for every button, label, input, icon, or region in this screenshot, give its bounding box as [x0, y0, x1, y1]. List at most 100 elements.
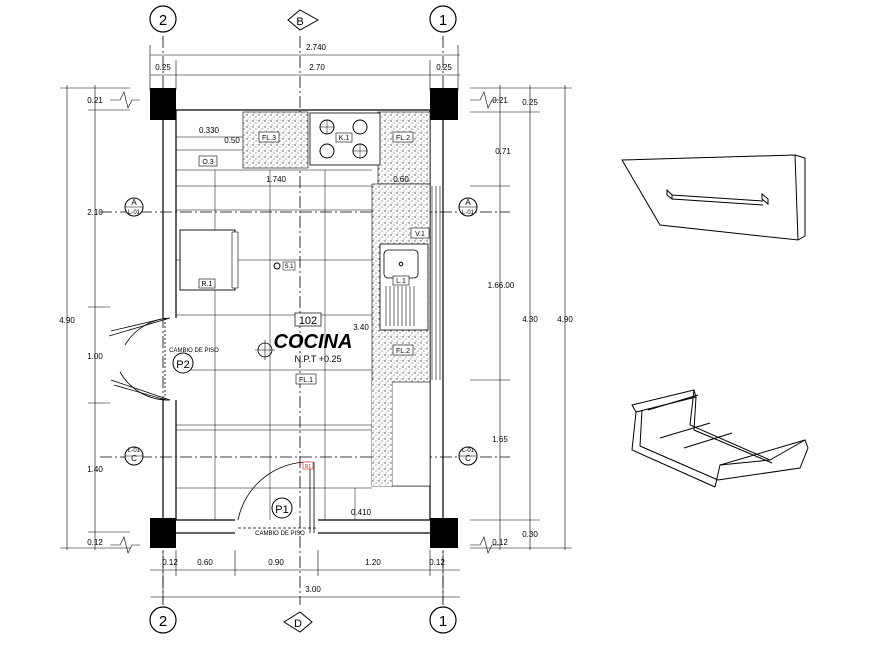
svg-text:L-01: L-01 [128, 210, 141, 216]
svg-text:2: 2 [159, 613, 167, 630]
svg-text:V.1: V.1 [415, 231, 425, 238]
stove-label: K.1 [339, 135, 350, 142]
fridge-label: R.1 [202, 281, 213, 288]
column-top-right [430, 88, 458, 120]
elevation-marker-b: B [287, 9, 320, 31]
svg-text:2: 2 [159, 12, 167, 29]
axis-bubble-1-top: 1 [429, 5, 457, 33]
door-p1 [237, 461, 318, 533]
svg-text:L-01: L-01 [462, 210, 475, 216]
floor-tile-grid [176, 169, 372, 520]
door-p2-tag: P2 [172, 352, 194, 374]
dim-right-430: 4.30 [522, 315, 538, 324]
floor-change-bottom: CAMBIO DE PISO [255, 531, 305, 537]
axis-bubble-1-bottom: 1 [429, 606, 457, 634]
bottom-dimensions [150, 550, 460, 603]
dim-bot-b: 0.60 [197, 558, 213, 567]
svg-text:C: C [131, 454, 137, 463]
right-dimensions [470, 85, 572, 550]
dim-bot-door: 0.90 [268, 558, 284, 567]
interior-dims [176, 136, 372, 520]
svg-text:P2: P2 [176, 359, 189, 371]
svg-text:FL.2: FL.2 [396, 348, 410, 355]
s1-marker: S.1 [273, 261, 296, 271]
section-marker-a-right: A L-01 [458, 197, 478, 217]
red-mark: R1 [302, 461, 314, 470]
axis-bubble-2-bottom: 2 [149, 606, 177, 634]
dim-upper-left2: 0.50 [224, 136, 240, 145]
dim-right-490: 4.90 [557, 315, 573, 324]
dim-right-166: 1.66.00 [488, 281, 515, 290]
counter-top-left [242, 111, 309, 169]
svg-text:A: A [465, 198, 471, 207]
axis-bubble-2-top: 2 [149, 5, 177, 33]
dim-top-total: 2.740 [306, 43, 327, 52]
dim-bot-left: 0.12 [162, 558, 178, 567]
dim-bot-total: 3.00 [305, 585, 321, 594]
left-dimensions [60, 85, 130, 550]
svg-text:R1: R1 [305, 464, 312, 470]
svg-text:C: C [465, 454, 471, 463]
dim-top-right: 0.25 [436, 63, 452, 72]
svg-text:FL.1: FL.1 [299, 377, 313, 384]
section-marker-a-left: A L-01 [124, 197, 144, 217]
break-symbols [110, 91, 500, 554]
sink-label: L.1 [396, 278, 406, 285]
counter-right-lower-fill [372, 382, 392, 486]
dim-right-012: 0.12 [492, 538, 508, 547]
svg-text:S.1: S.1 [284, 264, 294, 270]
dim-upper-left: 0.330 [199, 126, 220, 135]
dim-left-total: 4.90 [59, 316, 75, 325]
stove: K.1 [309, 112, 381, 166]
counter-top-right [377, 111, 431, 185]
room-level: N.P.T +0.25 [295, 354, 342, 364]
column-bottom-right [430, 518, 458, 548]
door-p1-tag: P1 [271, 497, 293, 519]
elevation-marker-d: D [283, 611, 313, 633]
dim-right-top: 0.25 [522, 98, 538, 107]
svg-text:FL.3: FL.3 [262, 135, 276, 142]
walls [150, 109, 458, 534]
dim-bot-right: 0.12 [429, 558, 445, 567]
svg-text:1: 1 [439, 613, 447, 630]
svg-text:O.3: O.3 [202, 159, 213, 166]
svg-text:P1: P1 [275, 504, 288, 516]
dim-right-071: 0.71 [495, 147, 511, 156]
floor-change-left: CAMBIO DE PISO [169, 348, 219, 354]
svg-text:1: 1 [439, 12, 447, 29]
dim-right-030: 0.30 [522, 530, 538, 539]
sink: L.1 [379, 243, 429, 331]
counter-right-lower [391, 381, 431, 487]
dim-right-165: 1.65 [492, 435, 508, 444]
dim-right-wall-top: 0.21 [492, 96, 508, 105]
window-strip [431, 186, 441, 380]
dim-top-mid: 2.70 [309, 63, 325, 72]
svg-text:A: A [131, 198, 137, 207]
dim-top-left: 0.25 [155, 63, 171, 72]
room-number: 102 [299, 315, 317, 327]
section-marker-c-left: C L-01 [124, 446, 144, 466]
dim-left-mid: 1.00 [87, 352, 103, 361]
svg-text:L-01: L-01 [462, 448, 475, 454]
shelf-tag: O.3 [198, 155, 218, 167]
dish-rack-3d-detail [631, 389, 809, 488]
dim-interior-width: 1.740 [266, 175, 287, 184]
room-title: 102 COCINA N.P.T +0.25 [255, 312, 353, 364]
dim-in-0410: 0.410 [351, 508, 372, 517]
room-name: COCINA [274, 331, 353, 353]
dim-left-c: 1.40 [87, 465, 103, 474]
dim-in-060: 0.60 [393, 175, 409, 184]
floor-tag-fl2-mid: FL.2 [392, 344, 414, 356]
column-bottom-left [150, 518, 176, 548]
dim-left-a: 2.10 [87, 208, 103, 217]
svg-text:D: D [294, 618, 302, 630]
floor-tag-fl1: FL.1 [295, 373, 317, 385]
refrigerator: R.1 [179, 229, 239, 291]
window-tag: V.1 [410, 227, 430, 239]
section-marker-c-right: C L-01 [458, 446, 478, 466]
column-top-left [150, 88, 176, 120]
dim-bot-c: 1.20 [365, 558, 381, 567]
door-p2 [108, 317, 171, 401]
dim-left-bottom: 0.12 [87, 538, 103, 547]
